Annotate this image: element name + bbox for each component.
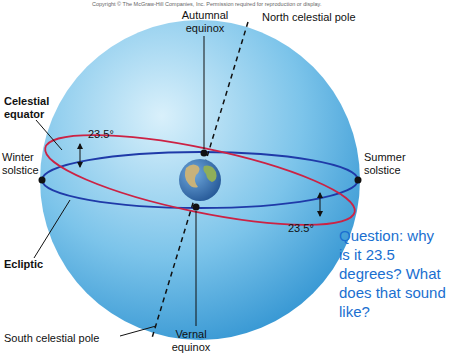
polar-axis <box>152 22 248 338</box>
question-note: Question: why is it 23.5 degrees? What d… <box>339 226 449 321</box>
solstice-dot <box>39 177 46 184</box>
point-label: Vernal equinox <box>160 328 222 354</box>
equinox-dot <box>193 204 200 211</box>
point-label: Summer solstice <box>364 151 414 177</box>
point-label: Autumnal equinox <box>174 9 236 35</box>
angle-label: 23.5° <box>288 222 328 235</box>
leader-line <box>196 211 197 326</box>
earth <box>179 159 221 201</box>
equinox-dot <box>201 150 208 157</box>
leader-line <box>36 120 62 150</box>
point-label: Winter solstice <box>2 151 42 177</box>
earth-land <box>203 166 216 182</box>
equator-circle <box>39 117 361 244</box>
leader-line <box>204 36 205 149</box>
circle-label: Ecliptic <box>4 258 64 271</box>
angle-arrow <box>80 144 81 167</box>
angle-label: 23.5° <box>88 128 128 141</box>
leader-line <box>120 326 156 336</box>
circle-label: Celestial equator <box>4 95 64 121</box>
angle-arrow <box>320 193 321 216</box>
copyright-note: Copyright © The McGraw-Hill Companies, I… <box>92 1 392 7</box>
earth-land <box>185 164 200 187</box>
leader-line <box>34 200 70 258</box>
solstice-dot <box>355 177 362 184</box>
pole-label: North celestial pole <box>262 11 402 24</box>
pole-label: South celestial pole <box>4 332 134 345</box>
